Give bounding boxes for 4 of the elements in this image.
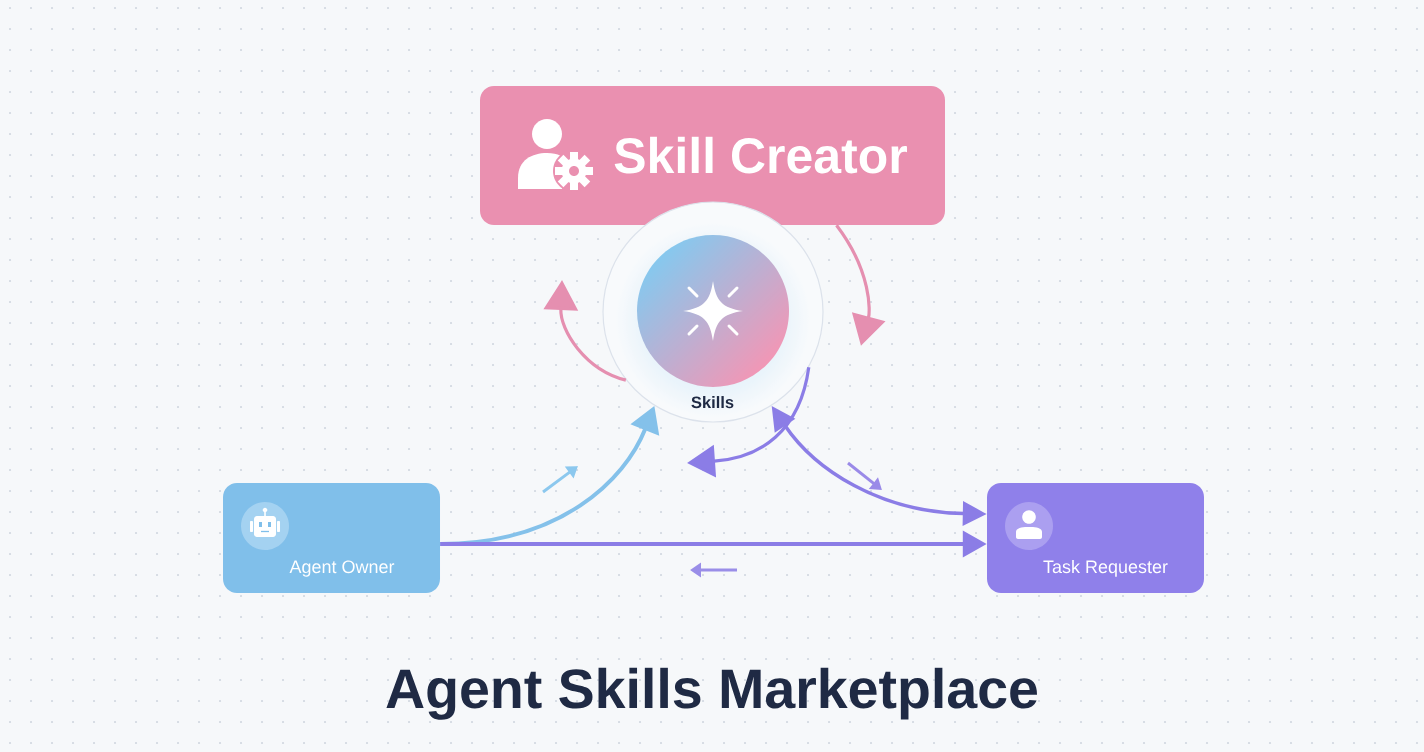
title: Agent Skills Marketplace [386, 667, 1037, 720]
rounded-box: Task Requester [987, 483, 1204, 593]
rounded-box: Agent Owner [223, 483, 440, 593]
rounded-box: Skill Creator [480, 86, 945, 225]
